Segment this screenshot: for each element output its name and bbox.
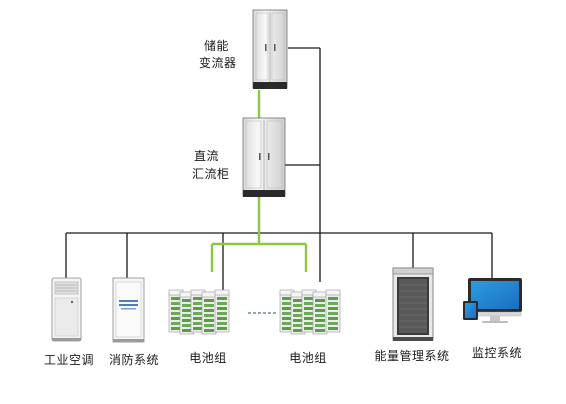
pcs-label-line1: 储能 xyxy=(204,39,230,53)
monitor-icon xyxy=(463,278,522,323)
dc-bus xyxy=(210,90,308,272)
wiring xyxy=(65,47,493,290)
ac-label: 工业空调 xyxy=(43,353,95,367)
monitor-label: 监控系统 xyxy=(471,346,523,360)
dc-combiner-label-line1: 直流 xyxy=(194,149,220,163)
pcs-cabinet-icon xyxy=(252,9,288,89)
ems-label: 能量管理系统 xyxy=(374,349,450,363)
battery-group-1-icon xyxy=(169,290,229,334)
pcs-label-line2: 变流器 xyxy=(199,56,237,70)
dc-combiner-label-line2: 汇流柜 xyxy=(192,167,230,181)
server-rack-icon xyxy=(392,267,434,341)
fire-label: 消防系统 xyxy=(108,353,160,367)
battery-group-2-icon xyxy=(280,290,340,334)
fire-system-cabinet-icon xyxy=(112,277,145,343)
battery2-label: 电池组 xyxy=(289,351,327,365)
battery1-label: 电池组 xyxy=(189,351,227,365)
dc-combiner-cabinet-icon xyxy=(242,117,286,197)
air-conditioner-icon xyxy=(51,277,82,342)
